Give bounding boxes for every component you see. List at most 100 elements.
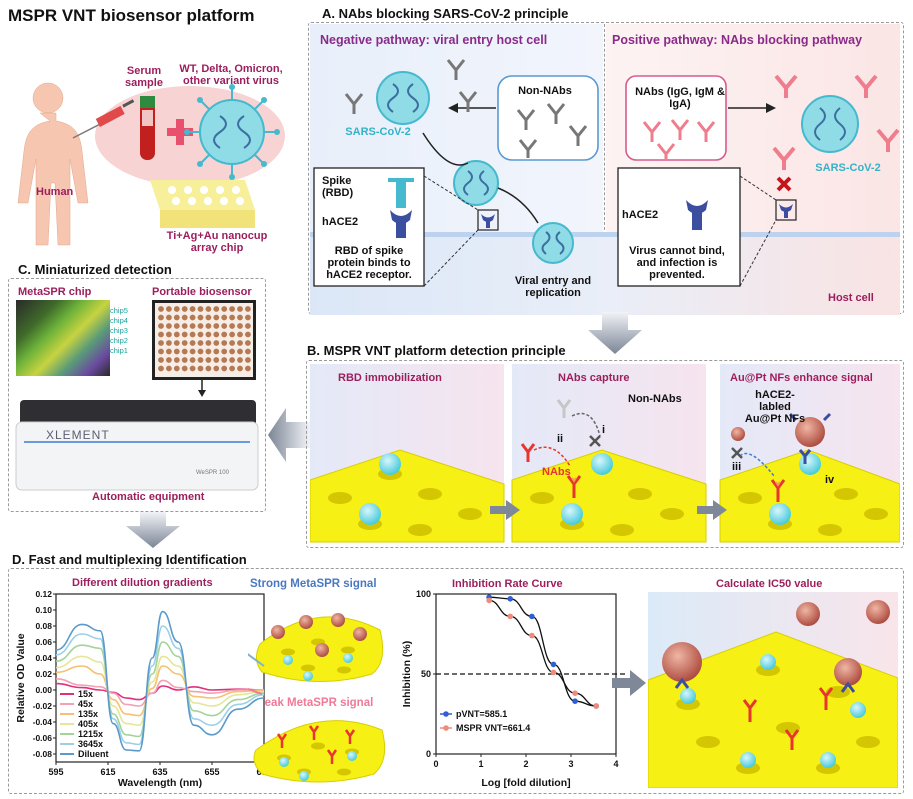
panel-d-box bbox=[8, 568, 904, 794]
strong-signal-label: Strong MetaSPR signal bbox=[250, 578, 377, 590]
plate-well bbox=[229, 348, 235, 355]
plate-well bbox=[181, 306, 188, 312]
chart2-data-point bbox=[593, 703, 599, 709]
nanocup-chip-icon bbox=[150, 180, 255, 228]
syringe-icon bbox=[72, 99, 135, 139]
panel-a-title: A. NAbs blocking SARS-CoV-2 principle bbox=[322, 6, 569, 21]
plate-well bbox=[189, 323, 196, 329]
plate-well bbox=[245, 357, 251, 363]
serum-sample-label: Serum sample bbox=[125, 65, 163, 89]
plate-well bbox=[173, 365, 180, 372]
plus-icon bbox=[167, 119, 193, 145]
nabs-label: NAbs (IgG, IgM & IgA) bbox=[635, 86, 725, 110]
plate-well bbox=[221, 365, 228, 372]
plate-well bbox=[197, 348, 204, 355]
chart2-data-point bbox=[572, 690, 578, 696]
plate-well bbox=[158, 340, 164, 346]
chip-list: chip5 chip4 chip3 chip2 chip1 bbox=[110, 306, 140, 356]
plate-well bbox=[237, 365, 243, 372]
chart1-ylabel: Relative OD Value bbox=[15, 633, 27, 722]
plate-well bbox=[229, 314, 235, 321]
plate-well bbox=[173, 323, 180, 329]
roman-ii: ii bbox=[557, 433, 564, 445]
chart1-series-line bbox=[55, 610, 265, 752]
plate-well bbox=[237, 340, 243, 346]
negative-pathway-title: Negative pathway: viral entry host cell bbox=[320, 33, 548, 47]
chart1-ytick-label: 0.10 bbox=[35, 605, 52, 615]
chart1-legend-label: 135x bbox=[78, 709, 98, 719]
plate-well bbox=[158, 348, 164, 355]
virus-label-negative: SARS-CoV-2 bbox=[345, 126, 411, 138]
chart1-xlabel: Wavelength (nm) bbox=[118, 777, 202, 789]
roman-iv: iv bbox=[825, 474, 835, 486]
dilution-gradients-chart: 595615635655675-0.08-0.06-0.04-0.020.000… bbox=[15, 590, 272, 789]
chart1-ytick-label: 0.08 bbox=[35, 621, 52, 631]
plate-well bbox=[221, 323, 228, 329]
dilution-chart-title: Different dilution gradients bbox=[72, 577, 213, 589]
roman-i: i bbox=[602, 424, 606, 436]
chip-label-1: chip1 bbox=[110, 346, 128, 355]
step-enhance-signal: Au@Pt NFs enhance signal bbox=[730, 372, 873, 384]
plate-well bbox=[181, 348, 188, 355]
plate-well bbox=[245, 331, 251, 338]
panel-b-box bbox=[306, 360, 904, 548]
plate-well bbox=[229, 365, 235, 372]
plate-well bbox=[213, 331, 220, 338]
plate-well bbox=[173, 314, 180, 321]
chart1-ytick-label: 0.04 bbox=[35, 653, 52, 663]
plate-well bbox=[189, 306, 196, 312]
host-cell-label: Host cell bbox=[828, 292, 874, 304]
chart1-ytick-label: -0.08 bbox=[33, 749, 53, 759]
plate-well bbox=[166, 331, 172, 338]
page-title: MSPR VNT biosensor platform bbox=[8, 6, 255, 25]
human-figure bbox=[17, 82, 89, 246]
plate-well bbox=[197, 323, 204, 329]
plate-well bbox=[166, 365, 172, 372]
plate-well bbox=[237, 357, 243, 363]
plate-well bbox=[213, 340, 220, 346]
virus-label-positive: SARS-CoV-2 bbox=[815, 162, 881, 174]
panel-a-divider bbox=[604, 24, 605, 230]
chart2-xtick-label: 2 bbox=[523, 759, 528, 769]
hace2-label: hACE2 bbox=[322, 216, 359, 228]
chart2-xlabel: Log [fold dilution] bbox=[481, 777, 570, 789]
chart1-xtick-label: 655 bbox=[204, 767, 219, 777]
plate-well bbox=[221, 331, 228, 338]
hace2-receptor-icon bbox=[390, 210, 412, 238]
non-nabs-antibodies bbox=[516, 103, 588, 158]
plate-well bbox=[158, 314, 164, 321]
plate-well bbox=[197, 365, 204, 372]
plate-well bbox=[181, 323, 188, 329]
plate-well bbox=[189, 365, 196, 372]
chart1-ytick-label: -0.04 bbox=[33, 717, 53, 727]
automatic-equipment-icon bbox=[15, 400, 259, 491]
non-nabs-label: Non-NAbs bbox=[518, 85, 572, 97]
equipment-model: WeSPR 100 bbox=[196, 470, 229, 476]
plate-well bbox=[237, 314, 243, 321]
nabs-antibodies bbox=[642, 119, 716, 160]
plate-well bbox=[245, 323, 251, 329]
bound-nabs bbox=[772, 74, 900, 170]
plate-well bbox=[237, 331, 243, 338]
viral-entry-label: Viral entry and replication bbox=[514, 275, 592, 299]
nabs-label-b: NAbs bbox=[542, 466, 571, 478]
plate-well bbox=[205, 357, 212, 363]
ic50-arrow-icon bbox=[612, 670, 646, 696]
chart2-data-point bbox=[550, 661, 557, 668]
plate-well bbox=[189, 348, 196, 355]
plate-well bbox=[229, 323, 235, 329]
plate-well bbox=[166, 323, 172, 329]
plate-well bbox=[237, 323, 243, 329]
plate-well bbox=[181, 357, 188, 363]
chip-label-4: chip4 bbox=[110, 316, 128, 325]
chart2-xtick-label: 0 bbox=[433, 759, 438, 769]
plate-well bbox=[245, 314, 251, 321]
chart1-ytick-label: 0.02 bbox=[35, 669, 52, 679]
plate-well bbox=[166, 314, 172, 321]
next-arrow-1 bbox=[490, 500, 520, 520]
chart2-data-point bbox=[507, 613, 514, 620]
sars-cov-2-virus-blocked bbox=[801, 95, 859, 153]
plate-well bbox=[213, 306, 220, 312]
plate-well bbox=[245, 348, 251, 355]
chart2-xtick-label: 4 bbox=[613, 759, 618, 769]
